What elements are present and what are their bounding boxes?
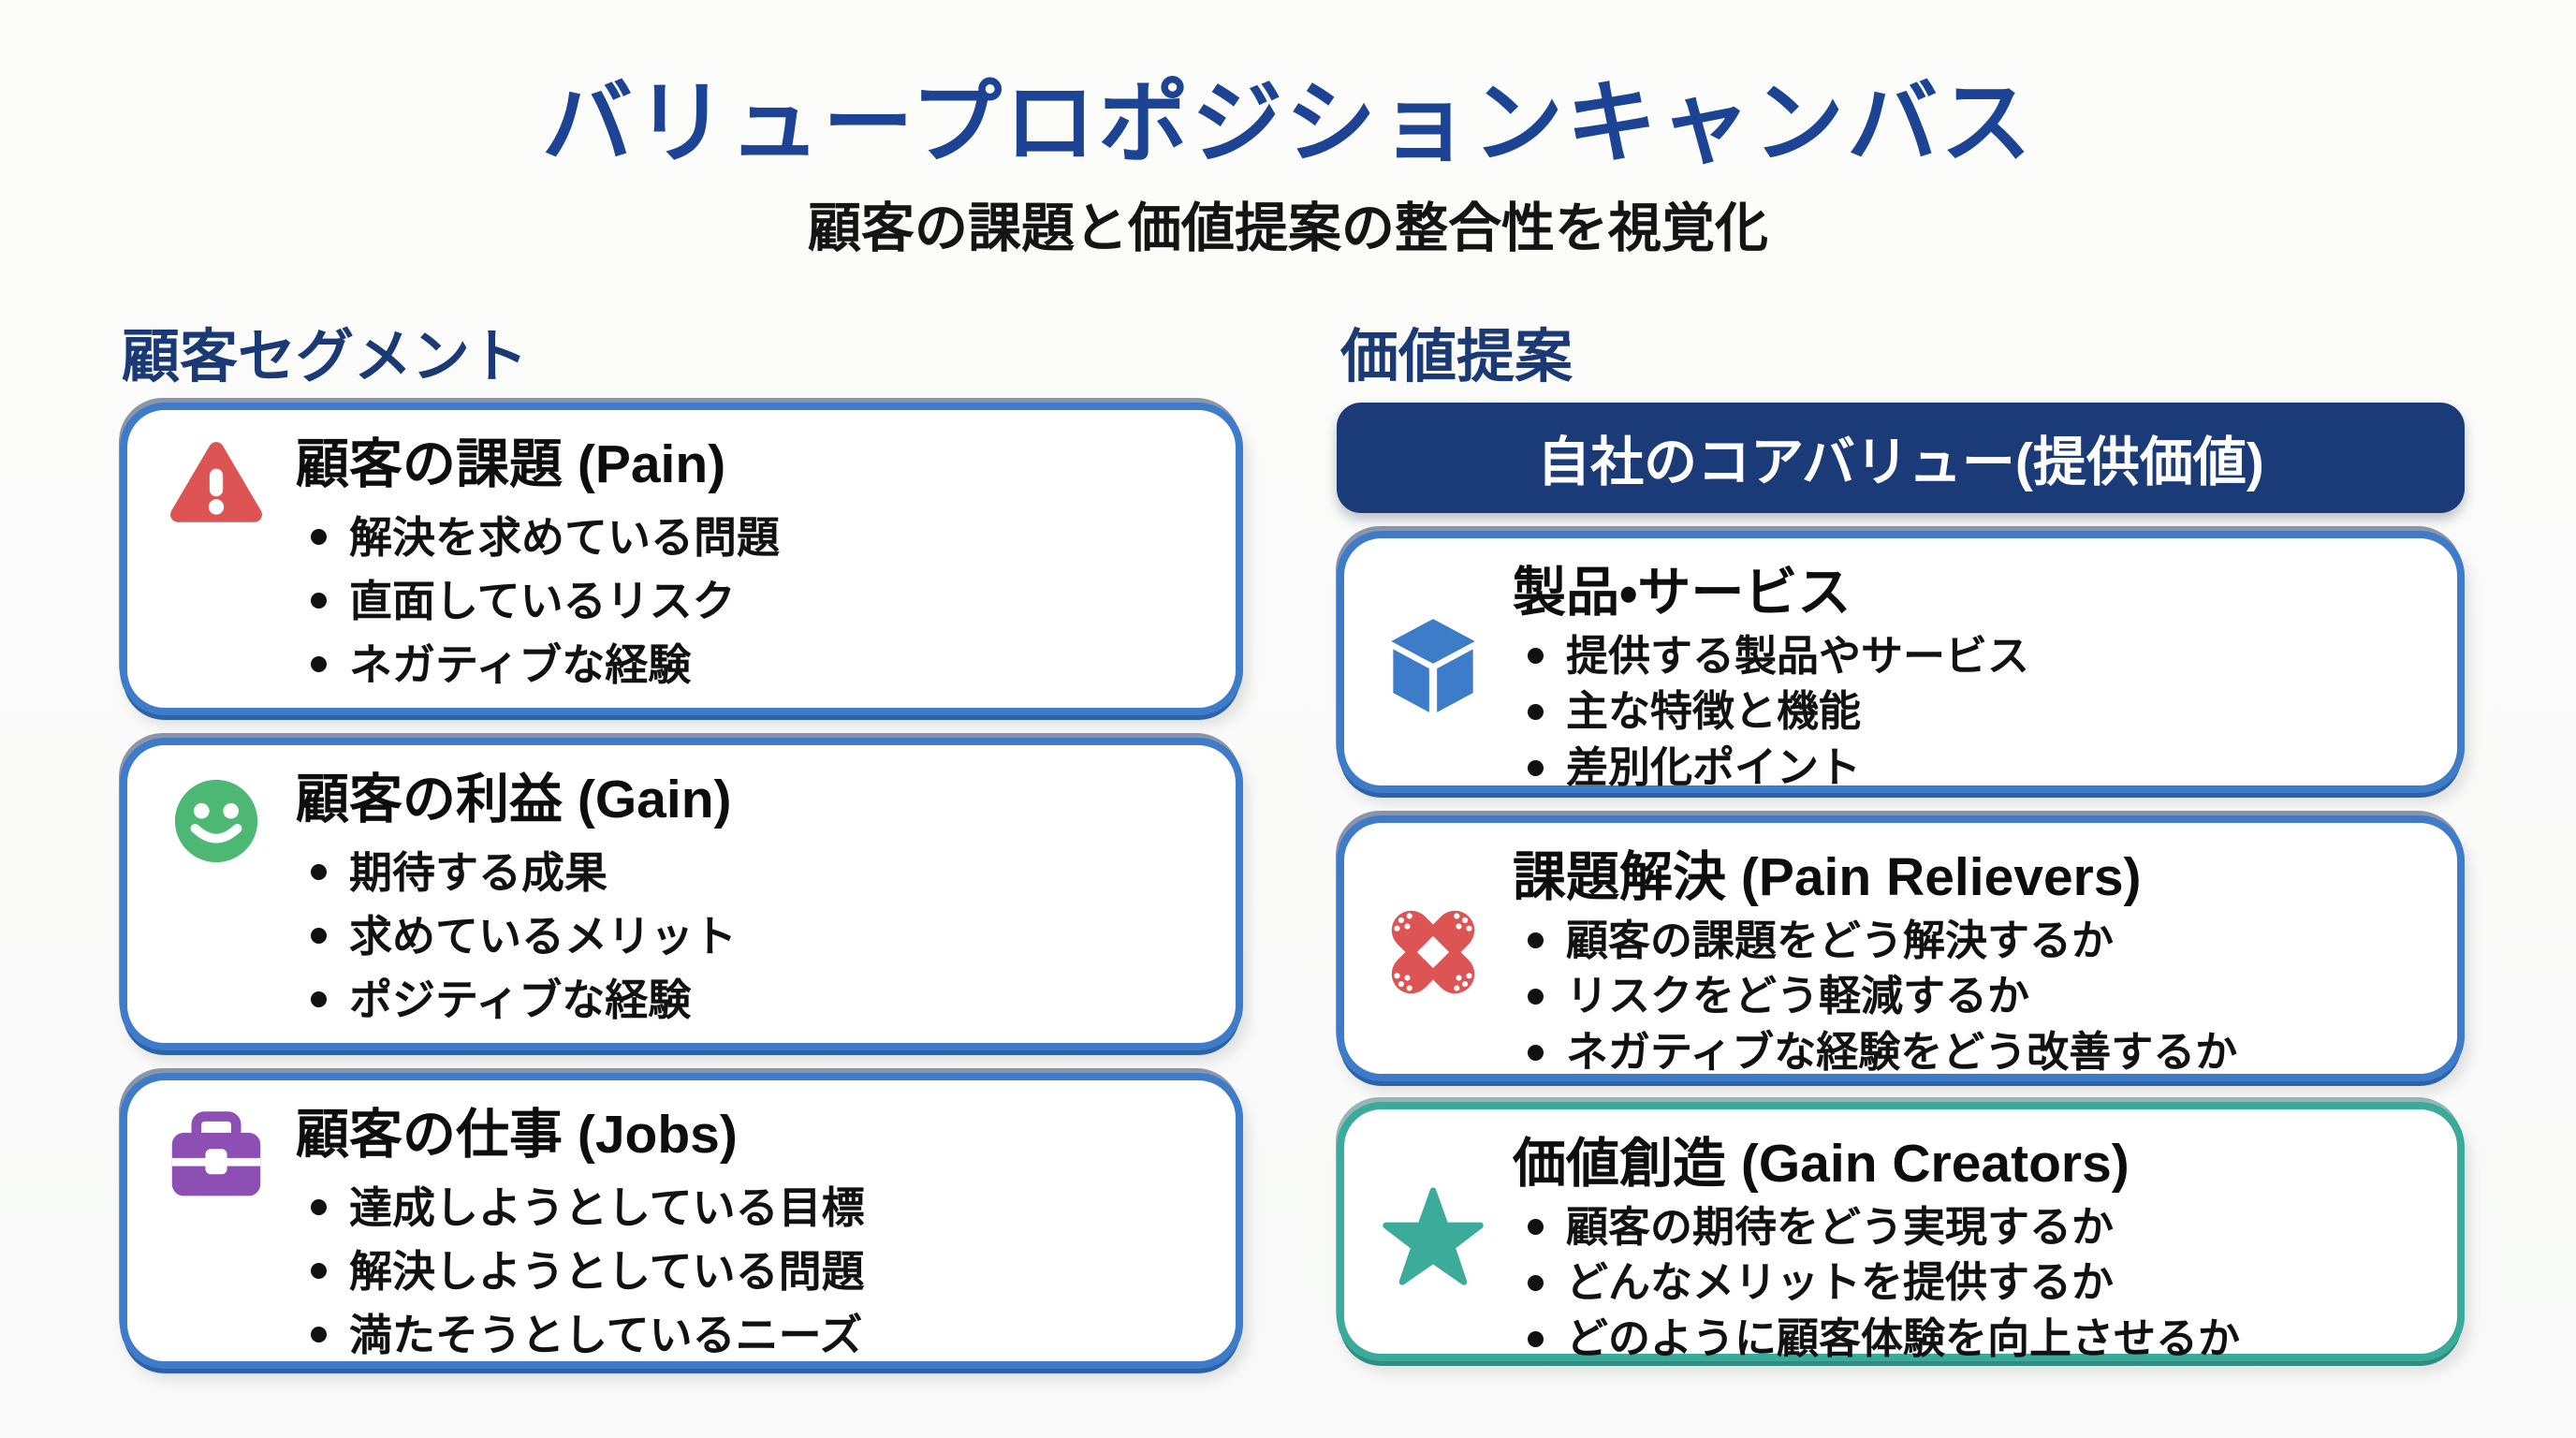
pain-relievers-box: 課題解決 (Pain Relievers) 顧客の課題をどう解決するか リスクを… [1337, 815, 2465, 1081]
box-title: 課題解決 (Pain Relievers) [1513, 847, 2142, 907]
customer-pain-box: 顧客の課題 (Pain) 解決を求めている問題 直面しているリスク ネガティブな… [120, 403, 1243, 715]
box-title: 顧客の仕事 (Jobs) [296, 1105, 738, 1165]
bullet-item: リスクをどう軽減するか [1513, 968, 2420, 1024]
smiley-face-icon [161, 775, 271, 867]
page-subtitle: 顧客の課題と価値提案の整合性を視覚化 [808, 198, 1768, 258]
page-title: バリュープロポジションキャンバス [541, 72, 2035, 174]
box-title: 価値創造 (Gain Creators) [1513, 1134, 2130, 1194]
bullet-list: 解決を求めている問題 直面しているリスク ネガティブな経験 [296, 506, 1198, 697]
bullet-item: 顧客の課題をどう解決するか [1513, 913, 2420, 969]
products-services-box: 製品・サービス 提供する製品やサービス 主な特徴と機能 差別化ポイント [1337, 531, 2465, 793]
bullet-item: 主な特徴と機能 [1513, 683, 2420, 740]
bullet-item: ポジティブな経験 [296, 968, 1198, 1032]
box-title: 製品・サービス [1513, 563, 1852, 623]
bullet-item: ネガティブな経験 [296, 633, 1198, 697]
bullet-item: 求めているメリット [296, 904, 1198, 968]
bullet-item: 解決しようとしている問題 [296, 1240, 1198, 1303]
core-value-banner: 自社のコアバリュー(提供価値) [1337, 403, 2465, 513]
bullet-item: 直面しているリスク [296, 569, 1198, 633]
star-icon [1378, 1185, 1488, 1286]
box-content: 製品・サービス 提供する製品やサービス 主な特徴と機能 差別化ポイント [1513, 563, 2420, 796]
bullet-item: 達成しようとしている目標 [296, 1176, 1198, 1240]
customer-jobs-box: 顧客の仕事 (Jobs) 達成しようとしている目標 解決しようとしている問題 満… [120, 1073, 1243, 1369]
crossed-bandages-icon [1378, 901, 1488, 1004]
bullet-list: 提供する製品やサービス 主な特徴と機能 差別化ポイント [1513, 628, 2420, 797]
box-title: 顧客の利益 (Gain) [296, 770, 732, 829]
bullet-item: 満たそうとしているニーズ [296, 1303, 1198, 1367]
bullet-item: 顧客の期待をどう実現するか [1513, 1199, 2420, 1255]
bullet-item: ネガティブな経験をどう改善するか [1513, 1024, 2420, 1080]
gain-creators-box: 価値創造 (Gain Creators) 顧客の期待をどう実現するか どんなメリ… [1337, 1102, 2465, 1362]
box-title: 顧客の課題 (Pain) [296, 434, 726, 494]
bullet-list: 顧客の課題をどう解決するか リスクをどう軽減するか ネガティブな経験をどう改善す… [1513, 913, 2420, 1081]
bullet-list: 顧客の期待をどう実現するか どんなメリットを提供するか どのように顧客体験を向上… [1513, 1199, 2420, 1368]
bullet-item: 差別化ポイント [1513, 740, 2420, 796]
briefcase-icon [161, 1110, 271, 1202]
box-content: 顧客の課題 (Pain) 解決を求めている問題 直面しているリスク ネガティブな… [296, 434, 1198, 697]
value-proposition-header: 価値提案 [1340, 325, 1573, 389]
bullet-item: 期待する成果 [296, 841, 1198, 904]
core-value-banner-label: 自社のコアバリュー(提供価値) [1537, 433, 2264, 492]
bullet-item: どのように顧客体験を向上させるか [1513, 1311, 2420, 1367]
box-content: 価値創造 (Gain Creators) 顧客の期待をどう実現するか どんなメリ… [1513, 1134, 2420, 1367]
warning-triangle-icon [161, 440, 271, 530]
bullet-item: 解決を求めている問題 [296, 506, 1198, 569]
customer-gain-box: 顧客の利益 (Gain) 期待する成果 求めているメリット ポジティブな経験 [120, 738, 1243, 1050]
bullet-list: 期待する成果 求めているメリット ポジティブな経験 [296, 841, 1198, 1032]
bullet-item: 提供する製品やサービス [1513, 628, 2420, 684]
box-content: 顧客の仕事 (Jobs) 達成しようとしている目標 解決しようとしている問題 満… [296, 1105, 1198, 1367]
box-content: 課題解決 (Pain Relievers) 顧客の課題をどう解決するか リスクを… [1513, 847, 2420, 1080]
customer-segment-header: 顧客セグメント [122, 325, 529, 389]
box-content: 顧客の利益 (Gain) 期待する成果 求めているメリット ポジティブな経験 [296, 770, 1198, 1032]
cube-icon [1378, 617, 1488, 714]
bullet-list: 達成しようとしている目標 解決しようとしている問題 満たそうとしているニーズ [296, 1176, 1198, 1367]
bullet-item: どんなメリットを提供するか [1513, 1255, 2420, 1311]
